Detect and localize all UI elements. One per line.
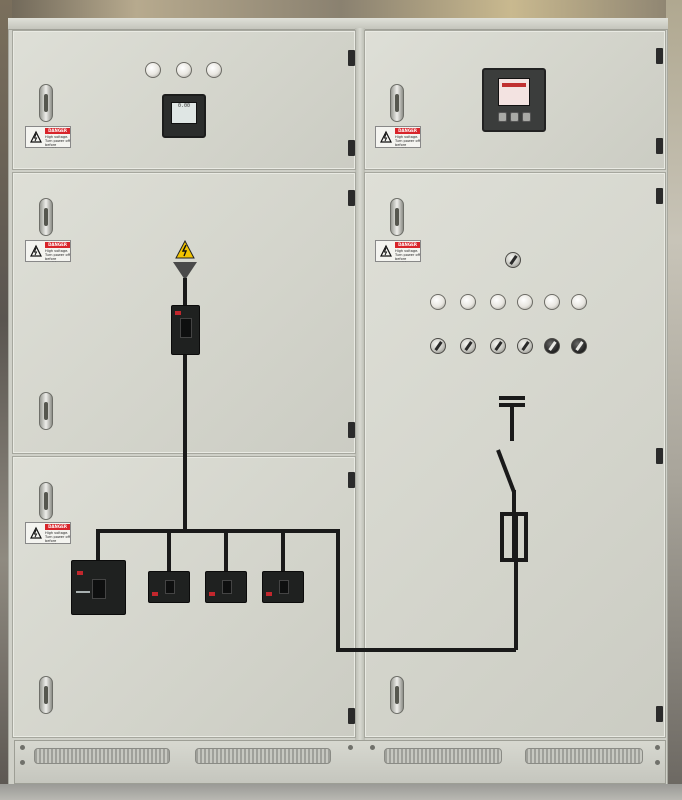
control-switch[interactable]	[490, 338, 506, 354]
selector-switch[interactable]	[505, 252, 521, 268]
indicator-lamp	[206, 62, 222, 78]
warning-title: DANGER	[395, 128, 420, 134]
danger-warning-label: DANGER High voltage. Turn power off befo…	[375, 126, 421, 148]
door-hinge	[348, 708, 355, 724]
bus-line	[96, 529, 340, 533]
door-handle[interactable]	[390, 198, 404, 236]
bus-line	[224, 529, 228, 571]
background-wall-top	[0, 0, 682, 18]
ventilation-grille	[34, 748, 170, 764]
door-hinge	[656, 188, 663, 204]
background-wall-right	[666, 0, 682, 800]
indicator-lamp	[430, 294, 446, 310]
plinth-bolt	[20, 745, 25, 750]
lightning-hazard-icon	[175, 240, 195, 259]
bus-line	[183, 355, 187, 531]
indicator-lamp	[517, 294, 533, 310]
door-handle[interactable]	[39, 482, 53, 520]
bus-line	[183, 278, 187, 308]
control-switch[interactable]	[460, 338, 476, 354]
door-hinge	[348, 190, 355, 206]
electrocution-warning-icon	[380, 244, 392, 257]
danger-warning-label: DANGER High voltage. Turn power off befo…	[25, 240, 71, 262]
warning-text: High voltage. Turn power off before serv…	[45, 135, 71, 148]
door-handle[interactable]	[390, 676, 404, 714]
warning-title: DANGER	[395, 242, 420, 248]
warning-text: High voltage. Turn power off before serv…	[45, 249, 71, 262]
feeder-breaker[interactable]	[205, 571, 247, 603]
door-handle[interactable]	[39, 392, 53, 430]
meter-screen	[498, 78, 530, 106]
indicator-lamp	[460, 294, 476, 310]
ventilation-grille	[195, 748, 331, 764]
incoming-breaker[interactable]	[171, 305, 200, 355]
door-hinge	[656, 138, 663, 154]
door-hinge	[348, 50, 355, 66]
indicator-lamp	[571, 294, 587, 310]
electrocution-warning-icon	[30, 526, 42, 539]
plinth-bolt	[655, 760, 660, 765]
power-meter-small: 0.00	[162, 94, 206, 138]
door-hinge	[656, 706, 663, 722]
switchboard-top-rail	[8, 18, 668, 30]
bus-arrow-icon	[173, 262, 197, 280]
door-handle[interactable]	[39, 676, 53, 714]
indicator-lamp	[176, 62, 192, 78]
ventilation-grille	[525, 748, 643, 764]
warning-text: High voltage. Turn power off before serv…	[395, 249, 421, 262]
bus-line	[336, 648, 516, 652]
bus-line	[96, 529, 100, 561]
fuse-symbol-icon	[500, 512, 528, 562]
bus-line	[167, 529, 171, 571]
plinth-bolt	[348, 745, 353, 750]
disconnector-symbol-icon	[496, 396, 525, 650]
electrocution-warning-icon	[380, 130, 392, 143]
danger-warning-label: DANGER High voltage. Turn power off befo…	[25, 126, 71, 148]
switchboard-center-post	[355, 28, 365, 740]
plinth-bolt	[655, 745, 660, 750]
meter-buttons[interactable]	[498, 112, 532, 124]
bus-line	[281, 529, 285, 571]
door-hinge	[348, 140, 355, 156]
indicator-lamp	[490, 294, 506, 310]
danger-warning-label: DANGER High voltage. Turn power off befo…	[25, 522, 71, 544]
door-hinge	[348, 422, 355, 438]
floor	[0, 784, 682, 800]
door-hinge	[656, 48, 663, 64]
door-hinge	[656, 448, 663, 464]
door-handle[interactable]	[39, 198, 53, 236]
power-meter-large	[482, 68, 546, 132]
electrocution-warning-icon	[30, 244, 42, 257]
feeder-breaker[interactable]	[148, 571, 190, 603]
indicator-lamp	[544, 294, 560, 310]
plinth-bolt	[370, 745, 375, 750]
plinth-bolt	[20, 760, 25, 765]
warning-title: DANGER	[45, 128, 70, 134]
meter-screen: 0.00	[171, 102, 197, 124]
warning-text: High voltage. Turn power off before serv…	[45, 531, 71, 544]
door-handle[interactable]	[390, 84, 404, 122]
bus-line	[336, 529, 340, 652]
feeder-breaker-main[interactable]	[71, 560, 126, 615]
control-switch[interactable]	[517, 338, 533, 354]
indicator-lamp	[145, 62, 161, 78]
warning-title: DANGER	[45, 242, 70, 248]
ventilation-grille	[384, 748, 502, 764]
danger-warning-label: DANGER High voltage. Turn power off befo…	[375, 240, 421, 262]
electrocution-warning-icon	[30, 130, 42, 143]
control-switch[interactable]	[430, 338, 446, 354]
control-switch[interactable]	[544, 338, 560, 354]
door-hinge	[348, 472, 355, 488]
warning-title: DANGER	[45, 524, 70, 530]
feeder-breaker[interactable]	[262, 571, 304, 603]
control-switch[interactable]	[571, 338, 587, 354]
meter-reading: 0.00	[177, 103, 191, 109]
door-handle[interactable]	[39, 84, 53, 122]
warning-text: High voltage. Turn power off before serv…	[395, 135, 421, 148]
